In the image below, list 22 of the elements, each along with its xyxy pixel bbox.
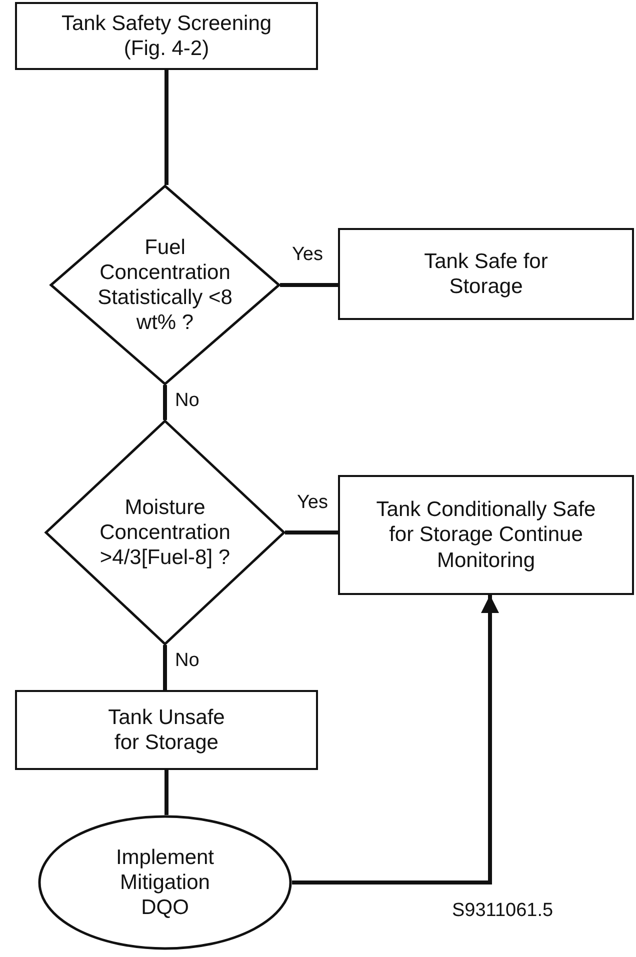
node-text: Moisture Concentration >4/3[Fuel-8] ? bbox=[98, 494, 232, 570]
arrow bbox=[292, 595, 499, 884]
decision-diamond bbox=[45, 420, 285, 645]
connector-line bbox=[163, 385, 167, 420]
terminal-ellipse bbox=[38, 815, 292, 950]
connector-line bbox=[163, 645, 167, 690]
connector-line bbox=[164, 70, 168, 185]
connector-line bbox=[164, 770, 168, 815]
process-box bbox=[338, 475, 634, 595]
process-box bbox=[15, 690, 318, 770]
node-text: Fuel Concentration Statistically <8 wt% ? bbox=[96, 234, 234, 336]
node-text: Tank Unsafe for Storage bbox=[107, 704, 226, 756]
node-text: Tank Safe for Storage bbox=[423, 248, 549, 300]
node-text: Tank Conditionally Safe for Storage Continue Monitoring bbox=[375, 497, 597, 573]
figure-number: S9311061.5 bbox=[452, 900, 554, 922]
process-box bbox=[15, 2, 318, 70]
decision-diamond bbox=[50, 185, 280, 385]
node-text: Implement Mitigation DQO bbox=[114, 844, 216, 920]
connector-line bbox=[280, 283, 338, 287]
connector-line bbox=[285, 530, 338, 534]
process-box bbox=[338, 228, 634, 320]
node-text: Tank Safety Screening (Fig. 4-2) bbox=[60, 10, 273, 62]
